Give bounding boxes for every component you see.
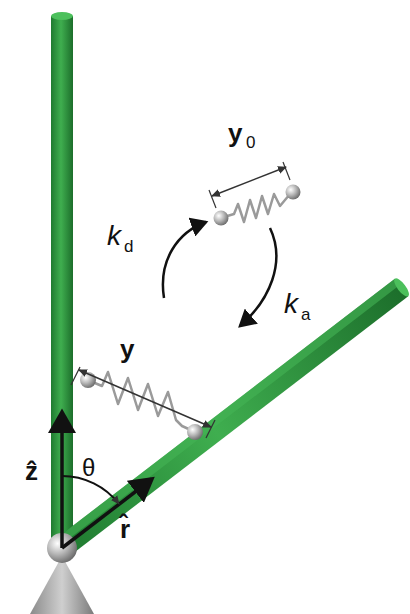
rod-cap — [51, 12, 73, 20]
dimension-line — [79, 370, 211, 427]
dimension-line — [212, 167, 286, 196]
length-label: y — [228, 120, 242, 146]
dimension-tick — [209, 190, 216, 208]
theta-arc — [62, 476, 119, 504]
spring-bead — [187, 424, 203, 440]
binding-arrow — [240, 228, 276, 326]
rate-subscript: d — [124, 238, 133, 255]
tilted-rod — [55, 276, 410, 556]
r-axis-arrow — [62, 479, 152, 548]
base-cone — [30, 556, 94, 614]
z-axis-arrow — [60, 412, 64, 548]
spring-bead — [286, 185, 301, 200]
unbinding-arrow — [163, 222, 206, 298]
rate-label: k — [284, 290, 298, 318]
vertical-rod — [51, 16, 73, 551]
dimension-tick — [206, 420, 215, 438]
angle-label: θ — [82, 456, 95, 480]
axis-label: r̂ — [120, 516, 130, 542]
length-subscript: 0 — [246, 134, 255, 151]
length-label: y — [120, 336, 134, 362]
dimension-tick — [71, 367, 80, 385]
rate-subscript: a — [301, 306, 310, 323]
rate-label: k — [107, 222, 121, 250]
axis-label: ẑ — [25, 458, 38, 484]
spring-bead — [214, 211, 229, 226]
free-spring — [224, 194, 290, 222]
dimension-tick — [283, 162, 290, 180]
